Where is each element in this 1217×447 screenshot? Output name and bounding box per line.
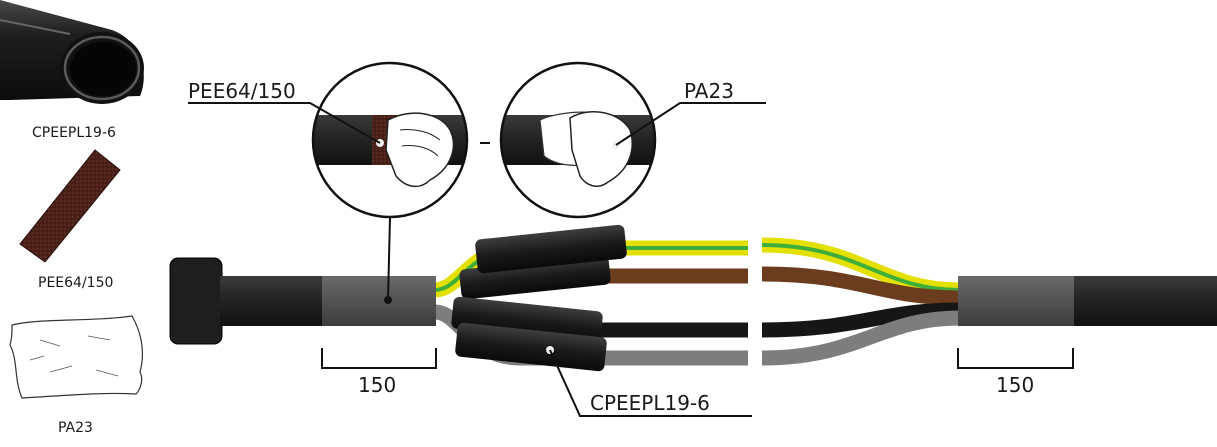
legend-label-abrasive: PEE64/150 [38,275,113,291]
callout-label-abrasive: PEE64/150 [188,79,296,103]
legend-item-tube: CPEEPL19-6 [0,0,144,141]
callout-wipe: PA23 [615,79,766,146]
right-cable [958,276,1217,326]
sleeve [475,224,627,274]
callout-tube: CPEEPL19-6 [549,349,752,417]
callout-label-wipe: PA23 [684,79,734,103]
right-wires [761,237,961,366]
legend-label-tube: CPEEPL19-6 [32,125,116,141]
abraded-zone-left [322,276,436,326]
dimension-label-right: 150 [996,373,1034,397]
sleeve [455,322,607,372]
legend-item-wipe: PA23 [9,315,144,436]
abrasive-strip-icon [19,149,121,263]
left-cable [169,257,436,345]
heat-shrink-sleeves [451,224,627,372]
callout-abrasive: PEE64/150 [188,79,381,144]
detail-circle-abrasive [311,61,469,219]
dimension-label-left: 150 [358,373,396,397]
hand-icon [385,112,455,188]
legend-label-wipe: PA23 [58,420,93,436]
leader-zoom-left [387,216,391,301]
abraded-zone-right [958,276,1076,326]
cable-end-cap [169,257,223,345]
cleaning-wipe-icon [9,315,144,399]
black-tube-icon [0,0,144,104]
callout-label-tube: CPEEPL19-6 [590,391,710,415]
detail-circle-wipe [499,61,657,219]
dimension-left: 150 [321,348,437,397]
dimension-right: 150 [957,348,1074,397]
legend-item-abrasive: PEE64/150 [19,149,121,291]
hand-icon [569,111,633,187]
